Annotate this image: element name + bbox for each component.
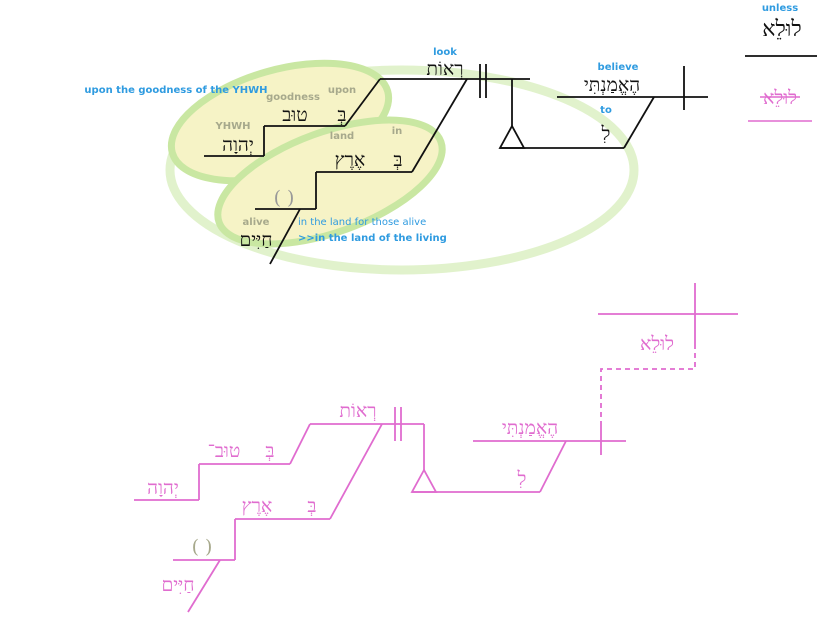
top-believe-gloss: believe [598,62,639,73]
bottom-alive-hebrew: חַיִּים [161,574,194,596]
top-land-gloss: land [330,131,354,142]
legend-gloss: unless [762,3,798,14]
top-to-hebrew: לִ [601,123,611,145]
top-pedestal-triangle [498,124,526,149]
bottom-lule-hebrew: לוּלֵא [640,333,674,355]
top-verb-gloss: look [433,47,457,58]
top-diagram: look believe to upon the goodness of the… [84,47,708,265]
legend: unless לוּלֵא לוּלֵא [745,3,817,122]
bottom-diagram: לוּלֵא רְאוֹת הֶאֱמַנְתִּי לִ טוּב־ בְּ … [134,283,738,613]
top-upon-slant [344,78,381,127]
bottom-land-hebrew: אֶרֶץ [242,495,273,517]
bottom-to-slant [539,440,567,493]
bottom-upon-hebrew: בְּ [265,440,274,462]
legend-hebrew: לוּלֵא [762,17,801,42]
top-upon-phrase-gloss: upon the goodness of the YHWH [84,85,267,96]
top-in-gloss: in [392,126,403,137]
top-land-hebrew: אֶרֶץ [335,149,366,171]
bottom-upon-slant [289,423,311,465]
bottom-verb-hebrew: רְאוֹת [339,400,376,422]
top-verb-hebrew: רְאוֹת [426,58,463,80]
top-paren: ( ) [274,187,295,209]
bottom-alive-slant [187,559,221,613]
bottom-paren: ( ) [192,536,213,558]
top-goodness-gloss: goodness [266,92,320,103]
top-alive-hebrew: חַיִּים [239,229,272,251]
top-upon-gloss: upon [328,85,356,96]
top-alive-slant [269,208,301,265]
outer-highlight-ring [165,65,639,275]
top-alive-gloss: alive [243,217,270,228]
bottom-yhwh-hebrew: יְהוָה [147,477,179,499]
top-yhwh-hebrew: יְהוָה [222,134,254,156]
highlight-group [165,59,639,275]
top-yhwh-gloss: YHWH [214,121,250,132]
land-highlight [214,116,446,248]
top-to-slant [623,96,655,149]
bottom-verb-slant [329,423,383,520]
bottom-pedestal-triangle [410,468,438,493]
bottom-goodness-hebrew: טוּב־ [208,440,241,462]
bottom-believe-hebrew: הֶאֱמַנְתִּי [502,417,558,439]
top-to-gloss: to [600,105,612,116]
top-in-hebrew: בְּ [393,149,402,171]
bottom-in-hebrew: בְּ [307,495,316,517]
legend-struck-hebrew: לוּלֵא [763,87,797,109]
top-verb-slant [411,78,468,173]
top-note-2: >>in the land of the living [298,233,447,244]
bottom-lule-dashed-connector [600,344,696,424]
top-goodness-hebrew: טוּב [282,104,308,126]
top-believe-hebrew: הֶאֱמַנְתִּי [584,74,640,96]
bottom-to-hebrew: לִ [517,468,527,490]
top-upon-hebrew: בְּ [337,104,346,126]
top-note-1: in the land for those alive [298,217,426,228]
